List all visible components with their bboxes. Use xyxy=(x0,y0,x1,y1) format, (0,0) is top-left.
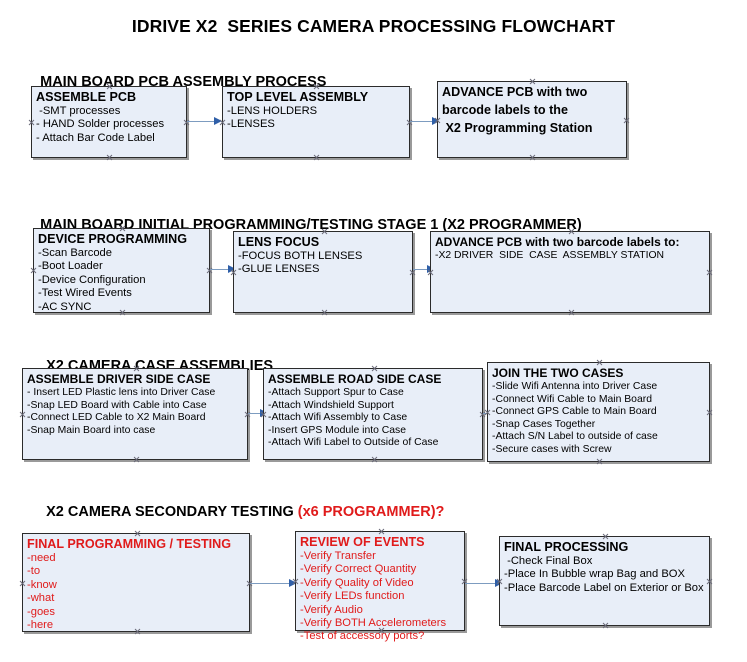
box-line: - HAND Solder processes xyxy=(36,118,165,131)
resize-handle-bottom[interactable] xyxy=(529,154,536,161)
resize-handle-bottom[interactable] xyxy=(106,154,113,161)
box-title: DEVICE PROGRAMMING xyxy=(38,232,188,246)
box-line: -Insert GPS Module into Case xyxy=(268,424,407,436)
box-line: -Snap Main Board into case xyxy=(27,424,156,436)
box-lens-focus[interactable]: LENS FOCUS -FOCUS BOTH LENSES -GLUE LENS… xyxy=(233,231,413,313)
box-line: -Connect GPS Cable to Main Board xyxy=(492,406,657,418)
resize-handle-left[interactable] xyxy=(427,269,434,276)
box-line: -Place Barcode Label on Exterior or Box xyxy=(504,581,704,594)
box-line: -Attach S/N Label to outside of case xyxy=(492,431,658,443)
box-final-programming-testing[interactable]: FINAL PROGRAMMING / TESTING -need -to -k… xyxy=(22,533,250,632)
box-title: REVIEW OF EVENTS xyxy=(300,535,425,549)
box-line: barcode labels to the xyxy=(442,103,568,117)
box-line: -Scan Barcode xyxy=(38,247,113,259)
box-line: -Place In Bubble wrap Bag and BOX xyxy=(504,568,685,581)
box-line: - Insert LED Plastic lens into Driver Ca… xyxy=(27,387,216,398)
box-advance-pcb-programming-station[interactable]: ADVANCE PCB with two barcode labels to t… xyxy=(437,81,627,158)
box-line: -Attach Wifi Label to Outside of Case xyxy=(268,437,439,449)
box-line: -Attach Wifi Assembly to Case xyxy=(268,412,408,424)
box-line: -X2 DRIVER SIDE CASE ASSEMBLY STATION xyxy=(435,250,665,261)
box-title: ASSEMBLE DRIVER SIDE CASE xyxy=(27,372,211,386)
box-title: ADVANCE PCB with two barcode labels to: xyxy=(435,235,680,249)
box-line: -what xyxy=(27,592,55,605)
box-line: X2 Programming Station xyxy=(442,121,593,135)
box-line: -Test Wired Events xyxy=(38,287,132,300)
box-line: -here xyxy=(27,619,54,632)
box-assemble-driver-side-case[interactable]: ASSEMBLE DRIVER SIDE CASE - Insert LED P… xyxy=(22,368,248,460)
box-line: -Verify Quality of Video xyxy=(300,576,414,589)
box-line: -LENS HOLDERS xyxy=(227,105,318,117)
resize-handle-right[interactable] xyxy=(706,269,713,276)
box-line: -Check Final Box xyxy=(504,555,593,567)
box-title: ASSEMBLE ROAD SIDE CASE xyxy=(268,372,442,386)
resize-handle-bottom[interactable] xyxy=(602,622,609,629)
connector-arrow-4-2 xyxy=(465,579,503,588)
box-line: -FOCUS BOTH LENSES xyxy=(238,250,363,262)
box-line: -Verify Audio xyxy=(300,603,363,616)
box-line: -need xyxy=(27,552,56,564)
box-assemble-road-side-case[interactable]: ASSEMBLE ROAD SIDE CASE -Attach Support … xyxy=(263,368,483,460)
box-line: -to xyxy=(27,565,41,578)
box-line: -Attach Support Spur to Case xyxy=(268,387,404,398)
box-title: TOP LEVEL ASSEMBLY xyxy=(227,90,369,104)
box-line: -know xyxy=(27,578,57,591)
box-device-programming[interactable]: DEVICE PROGRAMMING -Scan Barcode -Boot L… xyxy=(33,228,210,313)
box-title: LENS FOCUS xyxy=(238,235,320,249)
box-line-overflow: -Test of accessory ports? xyxy=(300,630,425,643)
box-line: -SMT processes xyxy=(36,105,121,117)
box-line: -Snap Cases Together xyxy=(492,418,596,430)
box-line: -GLUE LENSES xyxy=(238,263,320,276)
box-top-level-assembly[interactable]: TOP LEVEL ASSEMBLY -LENS HOLDERS -LENSES xyxy=(222,86,410,158)
box-line: -LENSES xyxy=(227,118,275,131)
resize-handle-bottom[interactable] xyxy=(371,456,378,463)
box-join-the-two-cases[interactable]: JOIN THE TWO CASES -Slide Wifi Antenna i… xyxy=(487,362,710,462)
box-review-of-events[interactable]: REVIEW OF EVENTS -Verify Transfer -Verif… xyxy=(295,531,465,642)
box-line: -AC SYNC xyxy=(38,300,92,313)
resize-handle-bottom[interactable] xyxy=(321,309,328,316)
box-line: - Attach Bar Code Label xyxy=(36,131,155,144)
box-title: FINAL PROGRAMMING / TESTING xyxy=(27,537,232,551)
resize-handle-bottom[interactable] xyxy=(313,154,320,161)
box-line: -Slide Wifi Antenna into Driver Case xyxy=(492,381,658,392)
connector-arrow-4-1 xyxy=(250,579,297,588)
box-line: -Snap LED Board with Cable into Case xyxy=(27,399,207,411)
resize-handle-bottom[interactable] xyxy=(596,458,603,465)
box-line: -Secure cases with Screw xyxy=(492,443,612,455)
box-title: ADVANCE PCB with two xyxy=(442,85,588,99)
page-title: IDRIVE X2 SERIES CAMERA PROCESSING FLOWC… xyxy=(131,16,616,36)
box-line: -Boot Loader xyxy=(38,260,103,273)
resize-handle-bottom[interactable] xyxy=(568,309,575,316)
connector-arrow-1-2 xyxy=(410,117,440,126)
box-advance-pcb-driver-side[interactable]: ADVANCE PCB with two barcode labels to: … xyxy=(430,231,710,313)
section-heading-4-text: X2 CAMERA SECONDARY TESTING xyxy=(46,504,298,520)
box-line: -Verify LEDs function xyxy=(300,590,405,603)
resize-handle-bottom[interactable] xyxy=(133,456,140,463)
box-line: -Connect LED Cable to X2 Main Board xyxy=(27,412,206,424)
box-title: JOIN THE TWO CASES xyxy=(492,366,624,380)
box-assemble-pcb[interactable]: ASSEMBLE PCB -SMT processes - HAND Solde… xyxy=(31,86,187,158)
section-heading-4: X2 CAMERA SECONDARY TESTING (x6 PROGRAMM… xyxy=(30,488,444,536)
box-title: FINAL PROCESSING xyxy=(504,540,629,554)
box-line: -Attach Windshield Support xyxy=(268,399,394,411)
box-title: ASSEMBLE PCB xyxy=(36,90,137,104)
box-line: -Verify BOTH Accelerometers xyxy=(300,617,447,630)
box-line: -goes xyxy=(27,605,55,618)
box-line: -Verify Correct Quantity xyxy=(300,563,417,576)
box-line: -Device Configuration xyxy=(38,273,146,286)
connector-arrow-1-1 xyxy=(187,117,223,126)
section-heading-4-accent: (x6 PROGRAMMER)? xyxy=(297,504,445,520)
box-line: -Connect Wifi Cable to Main Board xyxy=(492,393,652,405)
box-line: -Verify Transfer xyxy=(300,550,376,562)
box-final-processing[interactable]: FINAL PROCESSING -Check Final Box -Place… xyxy=(499,536,710,626)
